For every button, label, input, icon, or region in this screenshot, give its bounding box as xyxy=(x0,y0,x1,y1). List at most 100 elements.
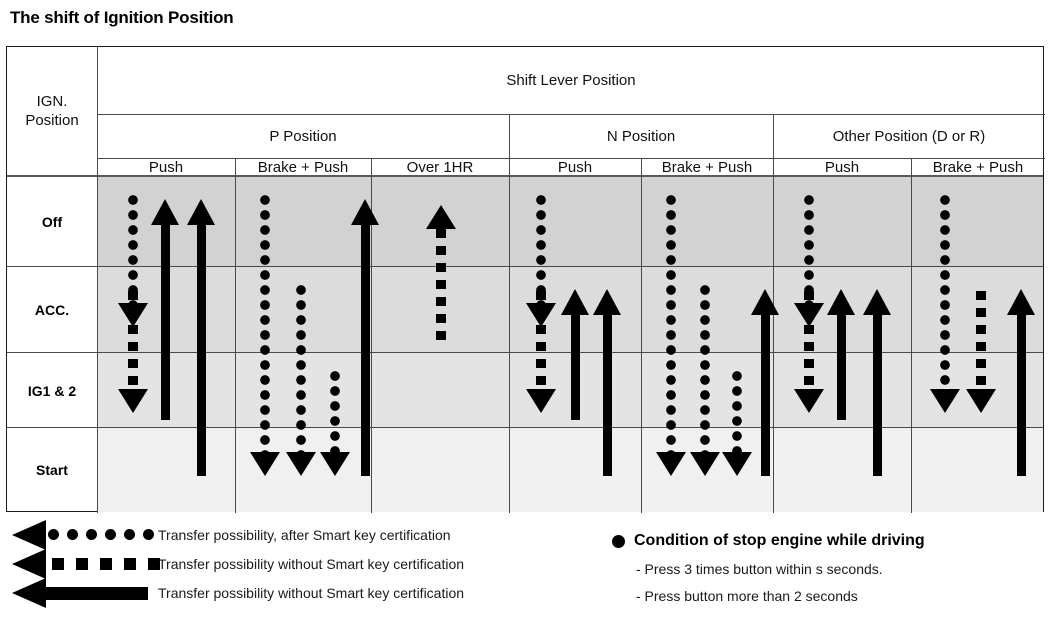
arrow-shaft xyxy=(436,229,446,345)
condition-item-0: - Press 3 times button within s seconds. xyxy=(636,561,883,577)
header-shift-lever-position: Shift Lever Position xyxy=(506,71,636,89)
arrow-head-up-icon xyxy=(351,199,379,225)
arrow-head-up-icon xyxy=(561,289,589,315)
grid-line-horizontal xyxy=(97,158,1045,159)
grid-line-horizontal xyxy=(7,352,1043,353)
grid-line-vertical xyxy=(235,159,236,513)
legend-stop-engine-conditions: Condition of stop engine while driving - … xyxy=(612,532,1042,604)
arrow-head-up-icon xyxy=(426,205,456,229)
arrow-head-down-icon xyxy=(250,452,280,476)
header-ign-position-line2: Position xyxy=(25,112,79,129)
arrow-head-up-icon xyxy=(827,289,855,315)
transition-arrow-solid-up xyxy=(349,199,381,476)
legend-label-1: Transfer possibility without Smart key c… xyxy=(158,555,465,572)
transition-arrow-solid-up xyxy=(185,199,217,476)
arrow-shaft xyxy=(260,195,270,454)
grid-line-horizontal xyxy=(7,175,1043,177)
legend-dash xyxy=(148,557,160,570)
transition-arrow-solid-up xyxy=(1005,289,1037,476)
arrow-shaft xyxy=(296,285,306,454)
arrow-shaft xyxy=(836,309,846,420)
arrow-head-down-icon xyxy=(966,389,996,413)
arrow-shaft xyxy=(804,291,814,391)
header-column-4: Brake + Push xyxy=(661,158,753,176)
arrow-head-down-icon xyxy=(690,452,720,476)
legend-dot xyxy=(48,528,59,540)
legend-dot xyxy=(105,528,116,540)
arrow-head-left-icon xyxy=(12,548,46,579)
transition-arrow-dotted-down xyxy=(249,195,281,476)
row-label-0: Off xyxy=(41,214,63,230)
page-title: The shift of Ignition Position xyxy=(10,8,234,27)
arrow-head-up-icon xyxy=(751,289,779,315)
header-column-3: Push xyxy=(557,158,593,176)
legend-dash xyxy=(76,557,88,570)
legend-label-2: Transfer possibility without Smart key c… xyxy=(158,584,465,601)
legend-symbol-dashed-arrow-left xyxy=(12,548,160,579)
arrow-shaft xyxy=(196,219,206,476)
transition-arrow-dotted-down xyxy=(721,371,753,476)
grid-line-vertical xyxy=(641,159,642,513)
condition-heading: Condition of stop engine while driving xyxy=(612,532,1042,550)
arrow-head-left-icon xyxy=(12,577,46,608)
arrow-shaft xyxy=(570,309,580,420)
arrow-head-down-icon xyxy=(118,389,148,413)
arrow-shaft xyxy=(732,371,742,454)
legend-dot xyxy=(143,528,154,540)
header-ign-position: IGN.Position xyxy=(7,47,97,177)
row-band-ig xyxy=(97,353,1043,428)
arrow-head-up-icon xyxy=(863,289,891,315)
arrow-shaft xyxy=(602,309,612,476)
arrow-shaft xyxy=(700,285,710,454)
transition-arrow-solid-up xyxy=(861,289,893,476)
legend-item-0: Transfer possibility, after Smart key ce… xyxy=(8,519,568,550)
header-ign-position-line1: IGN. xyxy=(36,93,68,111)
legend-dashes xyxy=(52,557,160,570)
arrow-shaft xyxy=(940,195,950,391)
arrow-head-down-icon xyxy=(656,452,686,476)
arrow-shaft xyxy=(360,219,370,476)
arrow-shaft xyxy=(128,291,138,391)
arrow-head-down-icon xyxy=(930,389,960,413)
grid-line-vertical xyxy=(509,115,510,513)
arrow-head-up-icon xyxy=(187,199,215,225)
header-column-2: Over 1HR xyxy=(406,158,474,176)
transition-arrow-dashed-up xyxy=(425,205,457,345)
arrow-head-down-icon xyxy=(286,452,316,476)
legend-symbol-dotted-arrow-left xyxy=(12,519,154,550)
row-band-start xyxy=(97,428,1043,512)
legend-dash xyxy=(100,557,112,570)
arrow-head-down-icon xyxy=(722,452,752,476)
legend-dash xyxy=(124,557,136,570)
transition-arrow-dashed-down xyxy=(525,291,557,413)
arrow-shaft xyxy=(666,195,676,454)
transition-arrow-solid-up xyxy=(825,289,857,420)
arrow-head-left-icon xyxy=(12,519,46,550)
arrow-shaft xyxy=(536,195,546,305)
arrow-head-up-icon xyxy=(151,199,179,225)
transition-arrow-dashed-down xyxy=(793,291,825,413)
arrow-shaft xyxy=(128,195,138,305)
row-label-3: Start xyxy=(36,462,68,478)
transition-arrow-dotted-down xyxy=(689,285,721,476)
transition-arrow-solid-up xyxy=(591,289,623,476)
header-column-1: Brake + Push xyxy=(257,158,349,176)
arrow-shaft xyxy=(872,309,882,476)
transition-arrow-dotted-down xyxy=(285,285,317,476)
legend-dot xyxy=(86,528,97,540)
header-group-1: N Position xyxy=(606,127,676,145)
row-band-off xyxy=(97,177,1043,267)
grid-line-horizontal xyxy=(7,427,1043,428)
header-column-5: Push xyxy=(824,158,860,176)
grid-line-horizontal xyxy=(97,114,1045,115)
arrow-shaft xyxy=(760,309,770,476)
legend-solid-bar xyxy=(44,586,148,600)
legend-dots xyxy=(48,528,154,540)
arrow-shaft xyxy=(1016,309,1026,476)
header-column-6: Brake + Push xyxy=(932,158,1024,176)
transition-arrow-dashed-down xyxy=(965,291,997,413)
condition-heading-text: Condition of stop engine while driving xyxy=(634,532,925,549)
legend-arrow-types: Transfer possibility, after Smart key ce… xyxy=(8,519,568,608)
grid-line-vertical xyxy=(911,159,912,513)
